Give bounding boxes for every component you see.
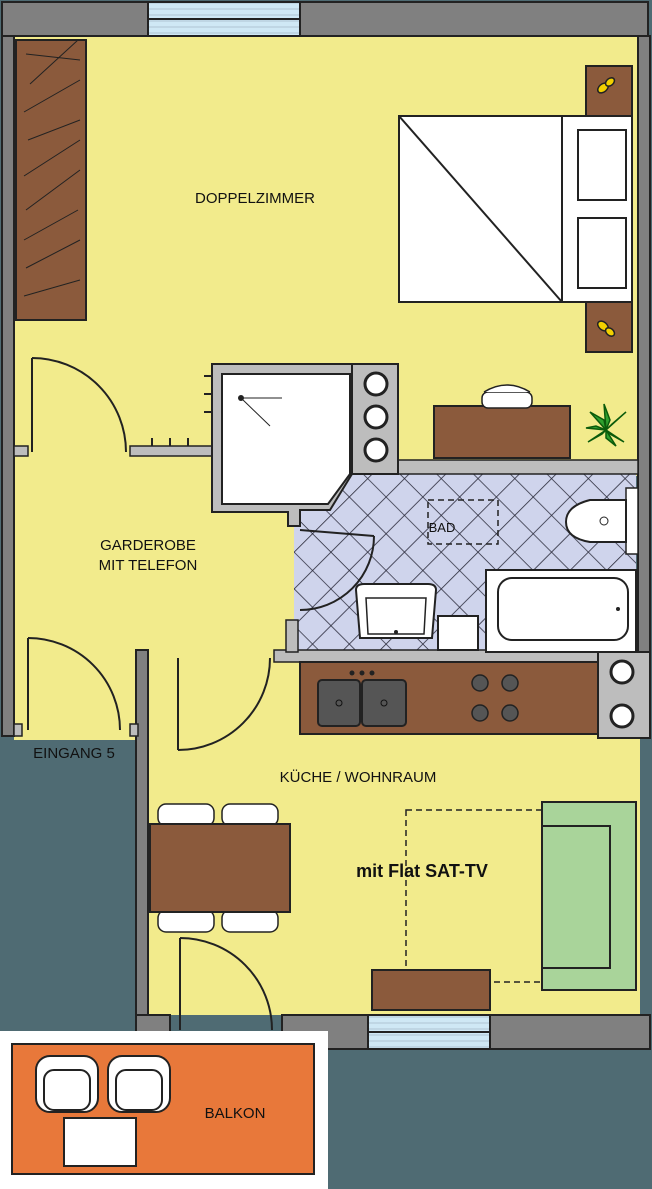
door-kitchen [177,657,271,751]
door-bedroom [31,357,127,453]
label-garderobe: GARDEROBE [100,537,196,554]
double-bed [398,65,633,353]
door-balcony [179,937,273,1031]
label-bad: BAD [429,520,456,535]
window-north [147,1,301,37]
stove-panel [351,363,399,475]
desk [433,405,571,459]
shower [211,363,353,527]
door-bathroom [299,529,375,611]
label-eingang: EINGANG 5 [33,745,115,762]
balcony-furniture [35,1055,171,1167]
bedside-lamp-icon [596,77,616,337]
desk-chair [481,384,533,409]
dining-table [149,803,291,933]
label-telefon: MIT TELEFON [99,557,198,574]
bathroom-fixtures [354,487,639,653]
label-kueche: KÜCHE / WOHNRAUM [280,768,437,786]
plant-icon [585,403,627,447]
kitchen-counter [299,661,599,735]
wardrobe [15,39,87,321]
sofa [541,801,637,991]
window-south [367,1014,491,1050]
coat-hooks [151,375,212,446]
label-tv: mit Flat SAT-TV [356,861,488,881]
fridge [597,651,651,739]
label-doppelzimmer: DOPPELZIMMER [195,190,315,207]
door-entrance [27,637,121,731]
outer-walls [1,1,651,1050]
label-balkon: BALKON [205,1105,266,1122]
tv-cabinet [371,969,491,1011]
